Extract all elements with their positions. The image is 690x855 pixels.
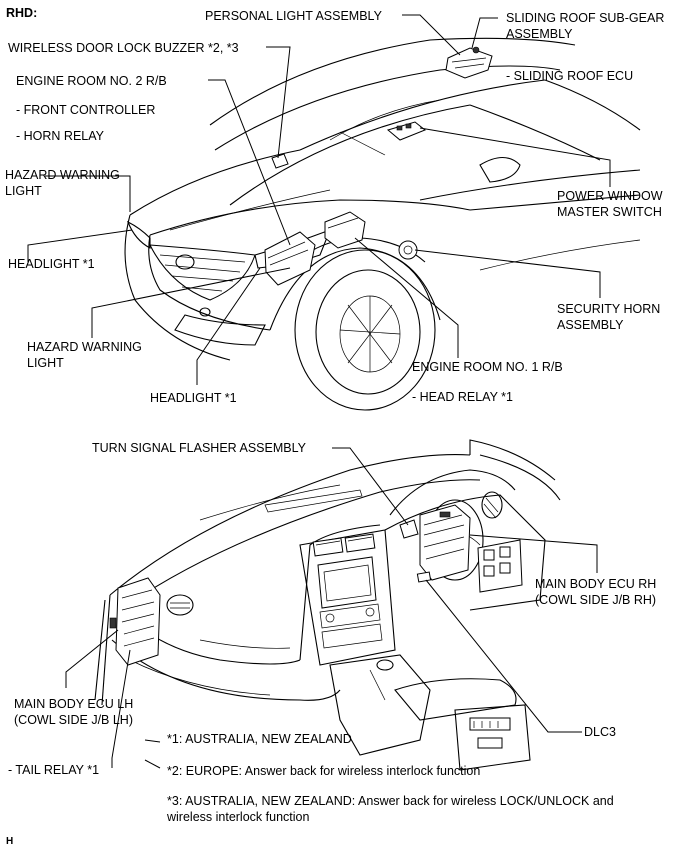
- horn-relay-label: - HORN RELAY: [16, 129, 104, 143]
- car-exterior-drawing: [124, 37, 641, 411]
- dlc3-label: DLC3: [584, 725, 616, 739]
- hazard-light-lower-label-1: HAZARD WARNING: [27, 340, 142, 354]
- engine-room-no2-part: [264, 231, 316, 286]
- hazard-light-lower-label-2: LIGHT: [27, 356, 64, 370]
- hazard-light-left-label-2: LIGHT: [5, 184, 42, 198]
- footnote-2: *2: EUROPE: Answer back for wireless int…: [167, 764, 481, 778]
- engine-room-no2-label: ENGINE ROOM NO. 2 R/B: [16, 74, 167, 88]
- footnote-3-line-2: wireless interlock function: [167, 810, 310, 824]
- door-lock-buzzer-label: WIRELESS DOOR LOCK BUZZER *2, *3: [8, 41, 239, 55]
- power-window-switch-part: [386, 121, 426, 141]
- engine-room-no1-part: [324, 211, 366, 249]
- top-leader-lines: [27, 14, 611, 385]
- headlight-left-label: HEADLIGHT *1: [8, 257, 95, 271]
- main-body-ecu-lh-label-2: (COWL SIDE J/B LH): [14, 713, 133, 727]
- head-relay-label: - HEAD RELAY *1: [412, 390, 513, 404]
- dlc3-part: [416, 571, 432, 583]
- interior-dashboard-drawing: [94, 439, 561, 771]
- bottom-leader-lines: [65, 447, 598, 769]
- turn-signal-flasher-part: [399, 519, 419, 539]
- main-body-ecu-rh-label-2: (COWL SIDE J/B RH): [535, 593, 657, 607]
- main-body-ecu-lh-label-1: MAIN BODY ECU LH: [14, 697, 134, 711]
- hazard-light-left-label-1: HAZARD WARNING: [5, 168, 120, 182]
- sliding-roof-ecu-label: - SLIDING ROOF ECU: [506, 69, 634, 83]
- power-window-label-1: POWER WINDOW: [557, 189, 663, 203]
- figure-id: H: [6, 836, 14, 847]
- main-body-ecu-lh-part: [109, 577, 161, 666]
- turn-signal-flasher-label: TURN SIGNAL FLASHER ASSEMBLY: [92, 441, 306, 455]
- sliding-roof-gear-part: [445, 46, 493, 79]
- door-lock-buzzer-part: [271, 153, 289, 169]
- main-body-ecu-rh-label-1: MAIN BODY ECU RH: [535, 577, 657, 591]
- sliding-roof-gear-label-1: SLIDING ROOF SUB-GEAR: [506, 11, 665, 25]
- main-body-ecu-rh-part: [419, 504, 471, 581]
- region-label: RHD:: [6, 6, 38, 20]
- sliding-roof-gear-label-2: ASSEMBLY: [506, 27, 573, 41]
- power-window-label-2: MASTER SWITCH: [557, 205, 662, 219]
- personal-light-label: PERSONAL LIGHT ASSEMBLY: [205, 9, 382, 23]
- tail-relay-label: - TAIL RELAY *1: [8, 763, 100, 777]
- security-horn-label-2: ASSEMBLY: [557, 318, 624, 332]
- front-controller-label: - FRONT CONTROLLER: [16, 103, 156, 117]
- footnote-1: *1: AUSTRALIA, NEW ZEALAND: [167, 732, 352, 746]
- footnote-3-line-1: *3: AUSTRALIA, NEW ZEALAND: Answer back …: [167, 794, 614, 808]
- engine-room-no1-label: ENGINE ROOM NO. 1 R/B: [412, 360, 563, 374]
- security-horn-label-1: SECURITY HORN: [557, 302, 661, 316]
- headlight-lower-label: HEADLIGHT *1: [150, 391, 237, 405]
- security-horn-part: [398, 240, 418, 260]
